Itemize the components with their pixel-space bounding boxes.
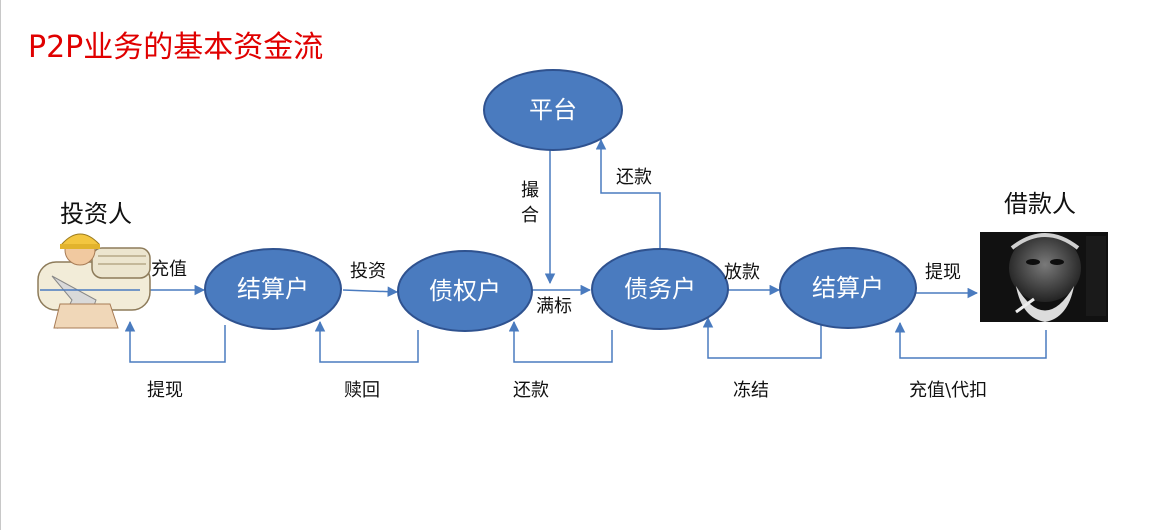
investor-worker-icon bbox=[37, 233, 151, 329]
arrow-withdraw-left bbox=[124, 320, 226, 363]
arrow-recharge-deduct bbox=[894, 321, 1047, 359]
edge-label-withdraw-right: 提现 bbox=[925, 262, 961, 283]
edge-label-redeem: 赎回 bbox=[344, 380, 380, 401]
page-title: P2P业务的基本资金流 bbox=[28, 30, 324, 65]
edge-label-invest: 投资 bbox=[350, 261, 386, 282]
edge-label-match-1: 撮 bbox=[521, 180, 539, 201]
node-debt bbox=[591, 248, 729, 330]
left-border bbox=[0, 0, 1, 530]
edge-label-match-2: 合 bbox=[521, 205, 539, 226]
node-settlement-right bbox=[779, 247, 917, 329]
edge-label-freeze: 冻结 bbox=[733, 380, 769, 401]
arrow-freeze bbox=[702, 316, 822, 359]
arrow-invest bbox=[342, 286, 399, 297]
investor-label: 投资人 bbox=[60, 200, 132, 228]
edge-label-withdraw-left: 提现 bbox=[147, 380, 183, 401]
node-creditor bbox=[397, 250, 533, 332]
arrow-repay-bottom bbox=[508, 320, 613, 363]
node-platform bbox=[483, 69, 623, 151]
edge-label-recharge: 充值 bbox=[151, 259, 187, 280]
node-debt-label: 债务户 bbox=[624, 275, 696, 303]
borrower-label: 借款人 bbox=[1004, 190, 1076, 218]
node-settlement-left-label: 结算户 bbox=[237, 275, 309, 303]
arrow-repay-top bbox=[595, 138, 661, 250]
node-platform-label: 平台 bbox=[529, 96, 577, 124]
borrower-photo-icon bbox=[980, 232, 1108, 322]
edge-label-repay-top: 还款 bbox=[616, 167, 652, 188]
edge-label-recharge-deduct: 充值\代扣 bbox=[909, 380, 988, 401]
edge-label-repay-bottom: 还款 bbox=[513, 380, 549, 401]
node-creditor-label: 债权户 bbox=[429, 277, 501, 305]
node-settlement-right-label: 结算户 bbox=[812, 274, 884, 302]
arrow-redeem bbox=[314, 320, 419, 363]
edge-label-full-bid: 满标 bbox=[536, 296, 572, 317]
node-settlement-left bbox=[204, 248, 342, 330]
edge-label-loan: 放款 bbox=[724, 262, 760, 283]
